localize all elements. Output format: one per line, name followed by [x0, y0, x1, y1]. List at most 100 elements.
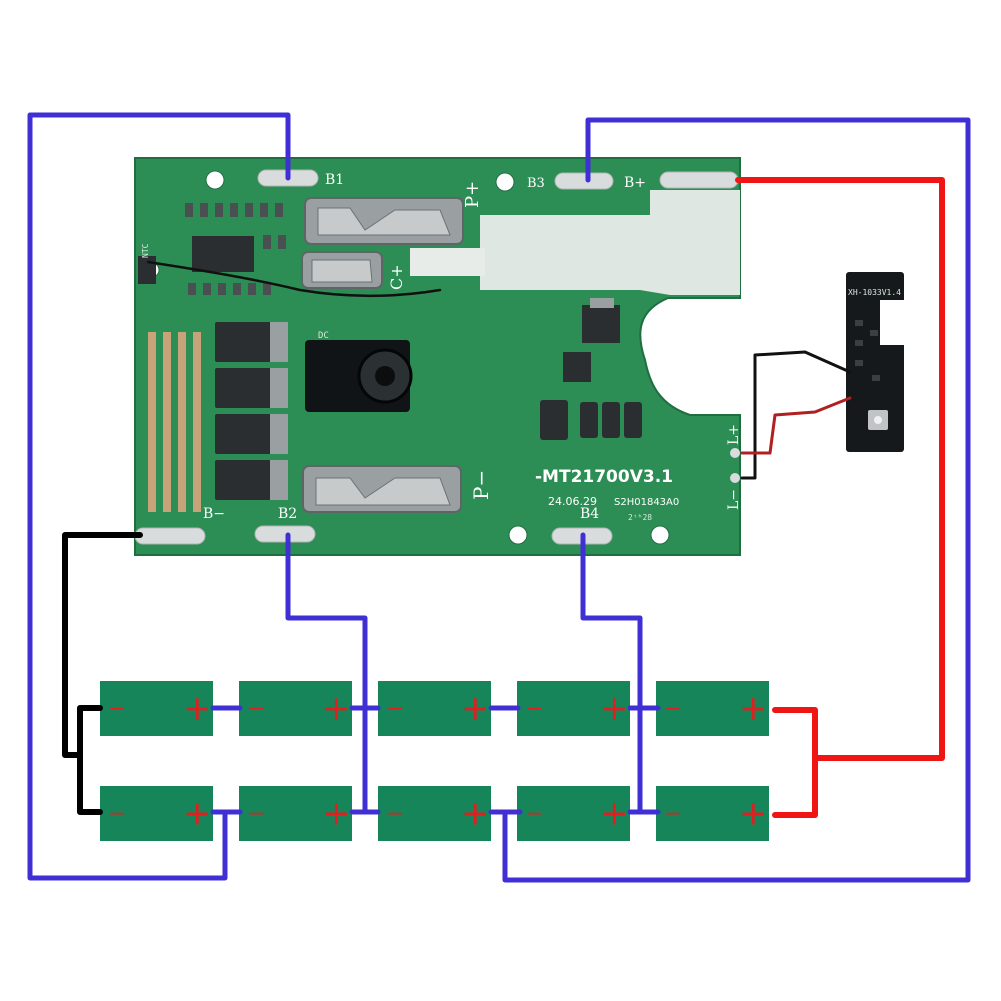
- label-p-plus: P+: [462, 181, 483, 208]
- silkscreen-strip: [410, 248, 485, 276]
- label-b3: B3: [527, 176, 545, 191]
- terminal-p-plus: [304, 197, 464, 245]
- cell-plus-sign: +: [461, 794, 490, 834]
- mosfet-column: [215, 322, 288, 500]
- led-indicator-board: XH-1033V1.4: [846, 272, 904, 452]
- label-c-plus: C+: [387, 264, 406, 290]
- diode-d1: [540, 400, 568, 440]
- wire-led-black: [740, 350, 852, 480]
- pad-l-minus: [730, 473, 740, 483]
- voltage-regulator: [582, 305, 620, 343]
- board-model: -MT21700V3.1: [535, 467, 673, 487]
- label-b-plus: B+: [624, 175, 646, 191]
- cell-plus-sign: +: [739, 689, 768, 729]
- board-code: 2ᵗʰ28: [628, 513, 652, 522]
- label-b2: B2: [278, 506, 297, 522]
- label-b4: B4: [580, 506, 599, 522]
- cell-plus-sign: +: [739, 794, 768, 834]
- cell-plus-sign: +: [461, 689, 490, 729]
- cell-body: [517, 681, 630, 736]
- cell-minus-sign: −: [664, 802, 682, 827]
- battery-cell: −+: [378, 786, 491, 841]
- cell-body: [378, 681, 491, 736]
- ntc-connector: [138, 256, 156, 284]
- wire-b-minus-cells: [77, 705, 103, 815]
- cell-body: [100, 786, 213, 841]
- cell-plus-sign: +: [600, 689, 629, 729]
- cell-minus-sign: −: [386, 697, 404, 722]
- label-b1: B1: [325, 172, 344, 188]
- regulator-tab: [590, 298, 614, 308]
- diode-d3: [602, 402, 620, 438]
- pad-bplus: [659, 171, 739, 189]
- wire-b-plus-top: [772, 707, 818, 818]
- mounting-hole: [650, 525, 670, 545]
- shunt-strips: [148, 332, 201, 512]
- cell-minus-sign: −: [525, 697, 543, 722]
- cell-body: [239, 786, 352, 841]
- battery-cell: −+: [100, 786, 213, 841]
- battery-cell: −+: [239, 681, 352, 736]
- mounting-hole: [205, 170, 225, 190]
- battery-cell: −+: [517, 786, 630, 841]
- terminal-p-minus: [302, 465, 462, 513]
- battery-cell: −+: [656, 681, 769, 736]
- wire-ntc: [146, 260, 442, 298]
- wire-b4: [580, 532, 643, 815]
- pad-bminus: [134, 527, 206, 545]
- pad-b3: [554, 172, 614, 190]
- battery-cells: −+−+−+−+−+−+−+−+−+−+: [100, 681, 769, 841]
- label-b-minus: B−: [203, 506, 225, 522]
- cell-plus-sign: +: [600, 794, 629, 834]
- battery-cell: −+: [100, 681, 213, 736]
- board-serial: S2H01843A0: [614, 497, 679, 508]
- cell-minus-sign: −: [664, 697, 682, 722]
- wire-b-minus: [62, 532, 143, 758]
- battery-cell: −+: [517, 681, 630, 736]
- cell-minus-sign: −: [525, 802, 543, 827]
- wire-b2: [285, 532, 368, 815]
- mounting-hole: [508, 525, 528, 545]
- label-dc: DC: [318, 331, 329, 341]
- mounting-hole: [495, 172, 515, 192]
- cell-body: [239, 681, 352, 736]
- cell-body: [656, 681, 769, 736]
- board-date: 24.06.29: [548, 495, 597, 508]
- diode-d2: [580, 402, 598, 438]
- led-board-label: XH-1033V1.4: [848, 288, 901, 297]
- label-l-minus: L−: [726, 489, 742, 510]
- cell-minus-sign: −: [386, 802, 404, 827]
- wire-b-plus: [735, 177, 945, 761]
- bms-board: B1 B3 B+ B− B2 B4 P+ C+ P− L+ L− NTC DC …: [134, 157, 742, 556]
- led-switch-button: [874, 416, 882, 424]
- dc-jack: [305, 340, 413, 412]
- battery-cell: −+: [378, 681, 491, 736]
- cell-plus-sign: +: [183, 794, 212, 834]
- cell-body: [100, 681, 213, 736]
- cell-plus-sign: +: [322, 689, 351, 729]
- terminal-c-plus: [301, 251, 383, 289]
- label-ntc: NTC: [141, 243, 150, 258]
- diode-d4: [624, 402, 642, 438]
- cell-plus-sign: +: [322, 794, 351, 834]
- pad-b2: [254, 525, 316, 543]
- cell-minus-sign: −: [108, 697, 126, 722]
- cell-plus-sign: +: [183, 689, 212, 729]
- bms-ic: [192, 236, 254, 272]
- small-ic: [563, 352, 591, 382]
- silkscreen-area: [480, 190, 740, 295]
- cell-minus-sign: −: [247, 802, 265, 827]
- cell-minus-sign: −: [108, 802, 126, 827]
- wire-led-red: [740, 396, 852, 455]
- cell-body: [517, 786, 630, 841]
- cell-body: [378, 786, 491, 841]
- cell-body: [656, 786, 769, 841]
- wires: [27, 112, 971, 883]
- label-l-plus: L+: [726, 424, 742, 445]
- smd-components: [185, 203, 286, 295]
- label-p-minus: P−: [469, 470, 493, 500]
- pad-l-plus: [730, 448, 740, 458]
- cell-minus-sign: −: [247, 697, 265, 722]
